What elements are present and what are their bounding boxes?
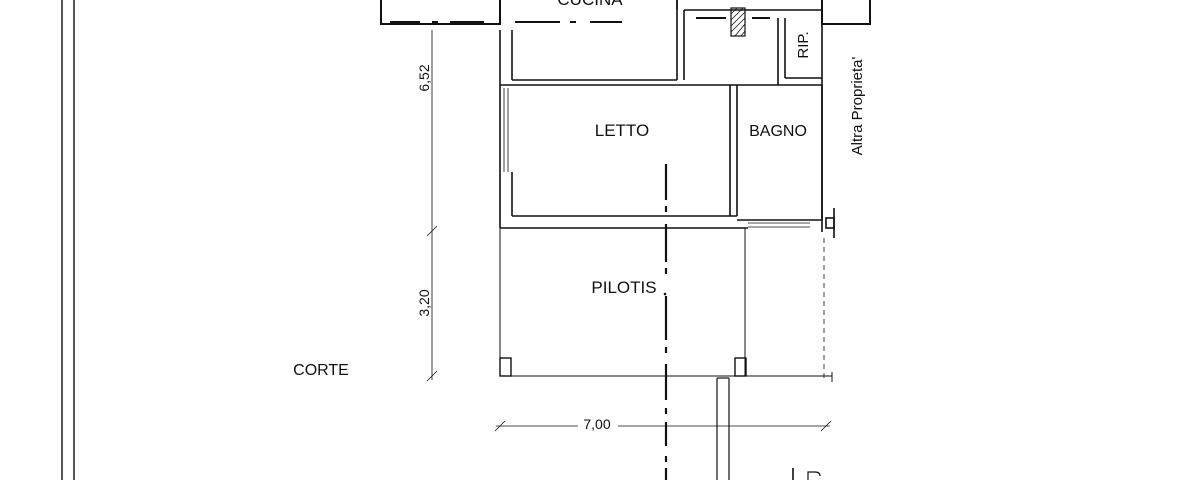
dimension-lower-label: 3,20 (416, 289, 432, 316)
right-wall-stub (825, 208, 835, 238)
bedroom-walls (499, 85, 748, 229)
shaft-hatch (730, 7, 746, 37)
neighbour-label: Altra Proprieta' (849, 57, 866, 156)
bedroom-window (503, 88, 509, 172)
dimension-upper-label: 6,52 (416, 64, 432, 91)
pilotis-column-left (499, 357, 512, 377)
bottom-letter-fragment (807, 471, 821, 480)
dimension-horizontal (494, 420, 832, 432)
left-boundary-wall (61, 0, 75, 480)
pilotis-column-right (734, 357, 747, 377)
room-label-letto: LETTO (595, 121, 649, 140)
top-outline (380, 0, 871, 25)
room-label-cucina: CUCINA (557, 0, 623, 9)
section-line-horizontal (390, 17, 770, 23)
dimension-vertical (426, 30, 438, 382)
bathroom-walls (737, 85, 823, 232)
room-label-pilotis: PILOTIS (591, 278, 656, 297)
pilotis-dot (663, 292, 667, 296)
room-label-ripostiglio: RIP. (795, 31, 812, 58)
bathroom-window (748, 222, 810, 228)
kitchen-walls (499, 0, 822, 86)
dimension-width-label: 7,00 (583, 416, 610, 432)
outdoor-label-corte: CORTE (293, 362, 349, 379)
walkway-lines (716, 377, 730, 480)
room-label-bagno: BAGNO (749, 123, 807, 140)
